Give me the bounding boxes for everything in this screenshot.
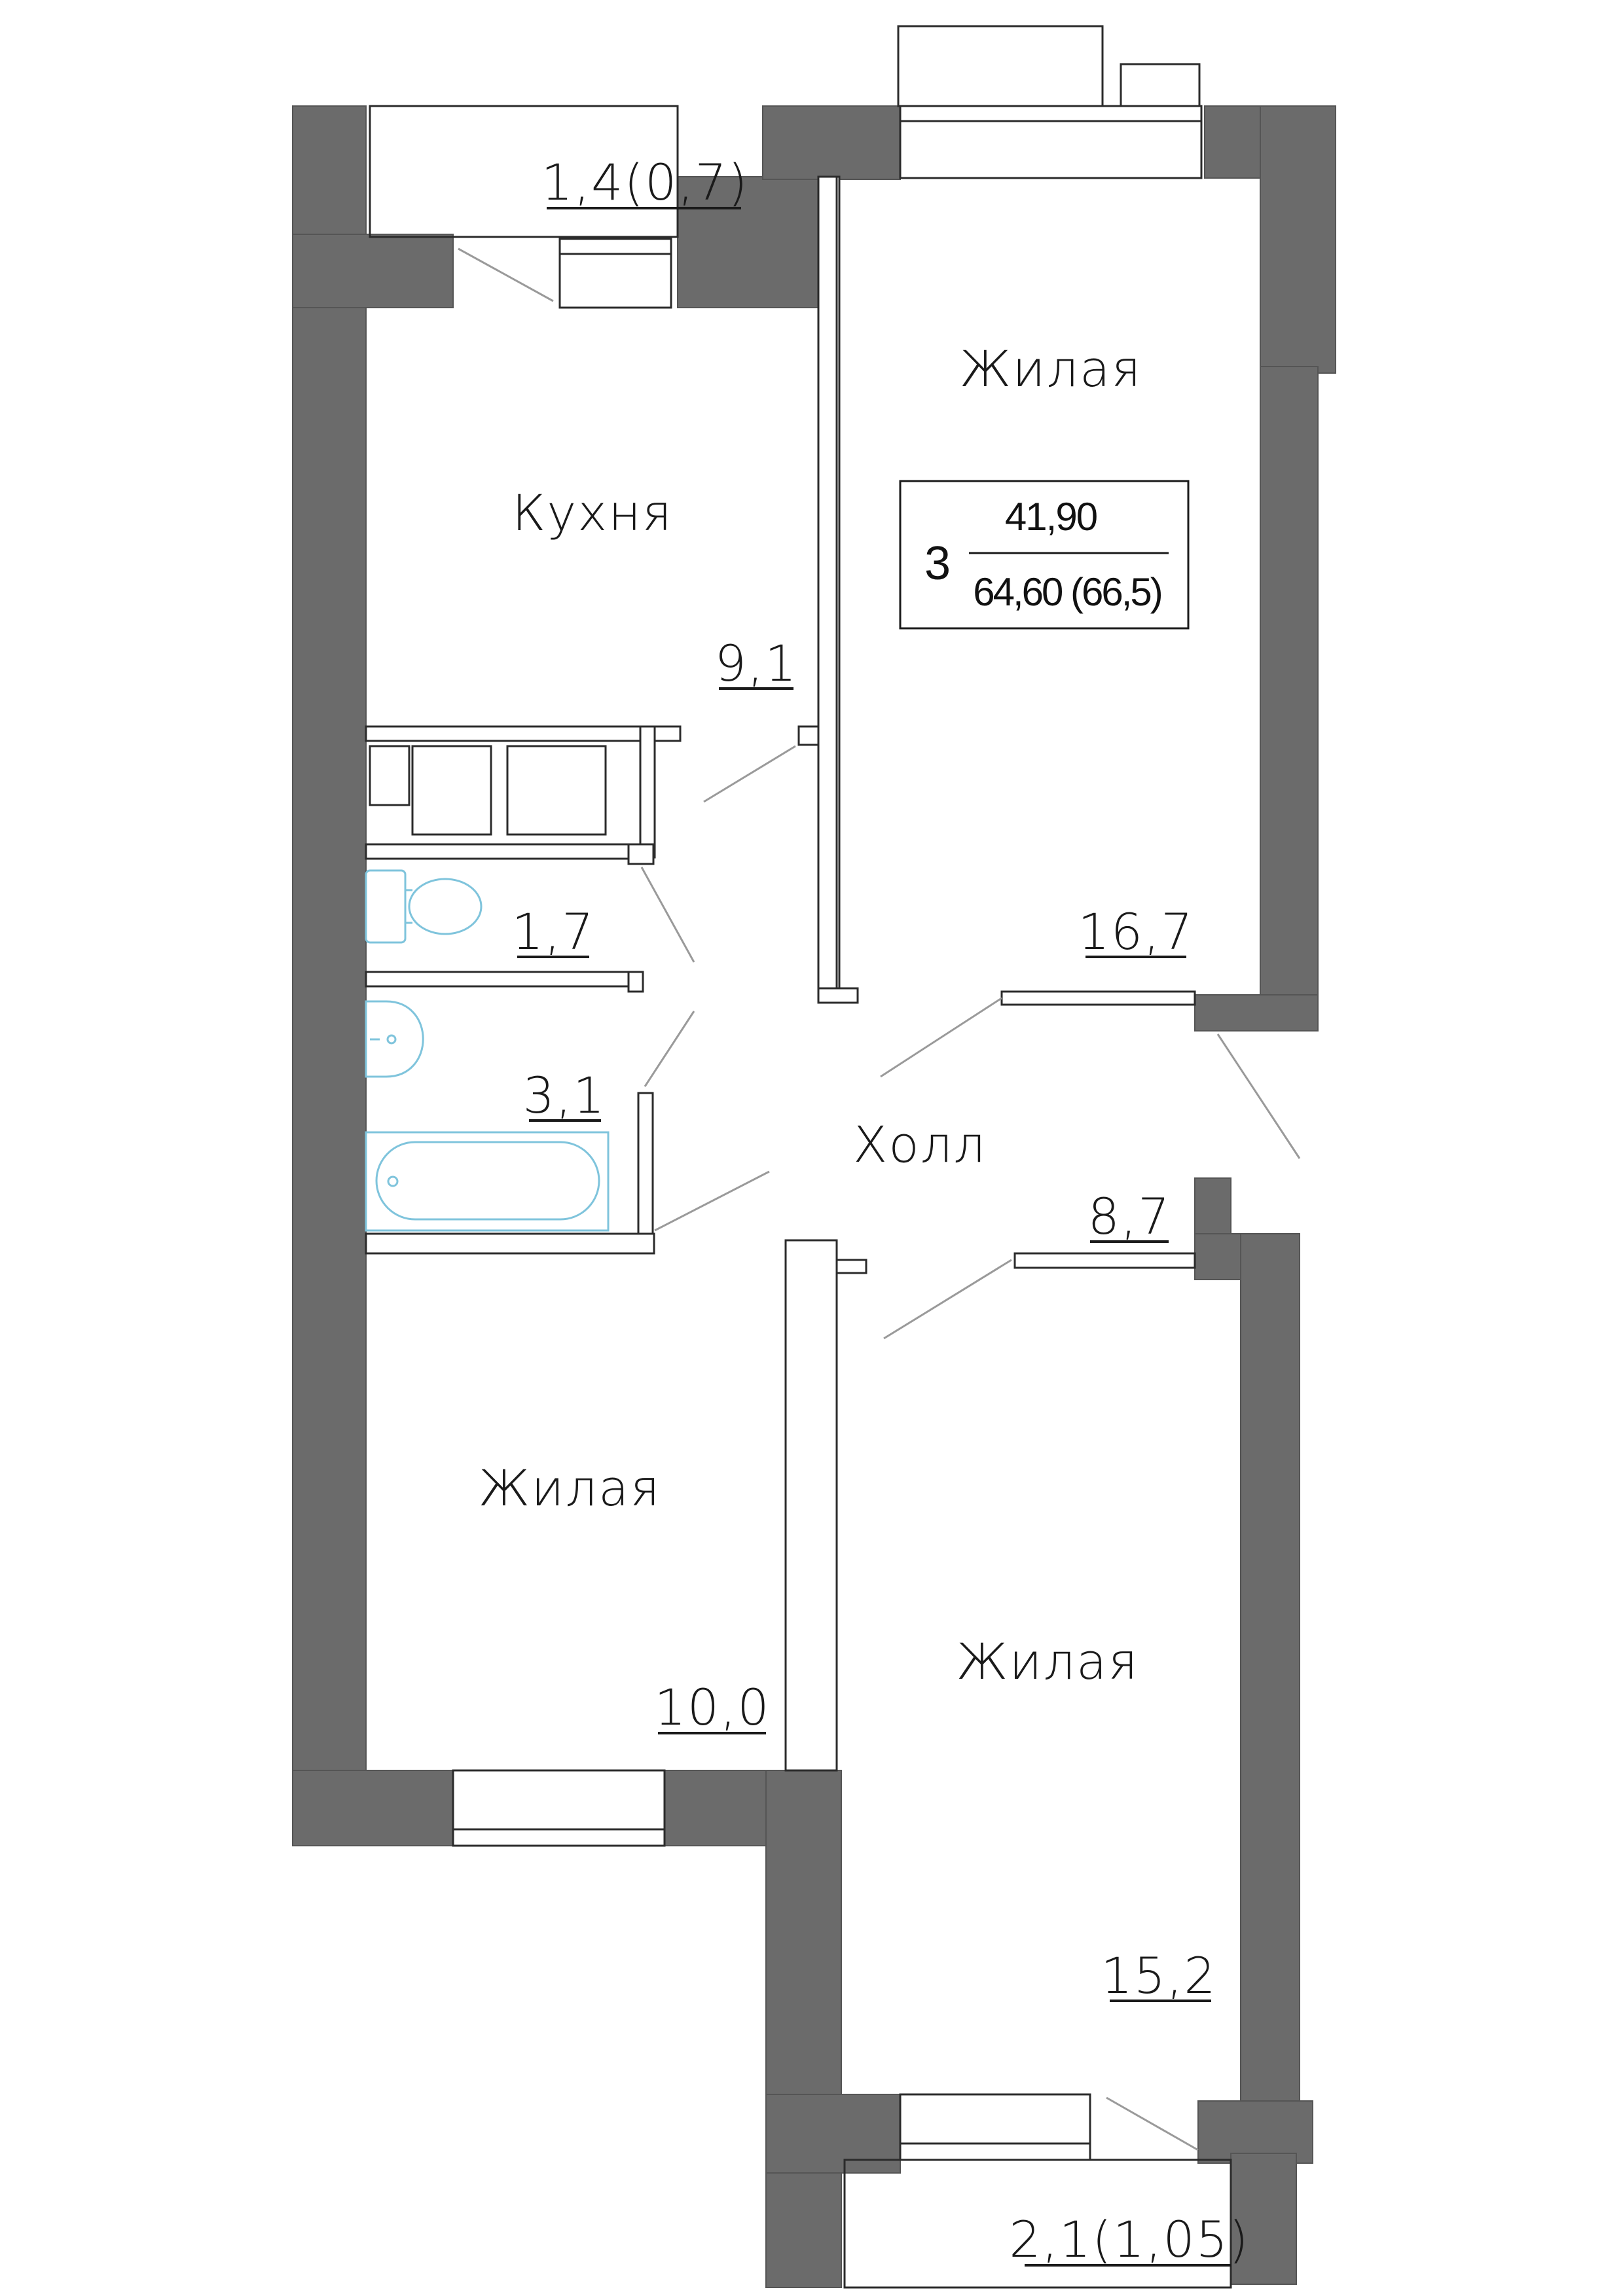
room-area-kitchen: 9,1	[715, 634, 798, 692]
wall-closets-bottom	[365, 843, 642, 860]
balcony-top-right-box	[897, 25, 1104, 107]
wall-living-left-right	[784, 1239, 838, 1772]
door-stub-closet	[627, 843, 655, 865]
wall-right-lower	[1240, 1233, 1300, 2108]
door-swings	[458, 247, 1301, 2151]
door-wc	[644, 1011, 695, 1087]
wall-lower-left	[765, 1770, 842, 2288]
toilet-icon	[365, 869, 483, 944]
wall-closets-right	[639, 725, 656, 859]
wall-kitchen-top-right	[677, 176, 829, 308]
windows-balconies	[369, 25, 1232, 2289]
wall-living-top-left-inner	[835, 175, 841, 990]
wall-bath-right	[637, 1092, 654, 1242]
room-area-wc: 1,7	[512, 903, 595, 961]
door-stub-wc	[627, 971, 644, 993]
door-balcony-bottom	[1106, 2096, 1199, 2151]
balcony-top-right-small	[1120, 63, 1201, 107]
rooms-count: 3	[924, 537, 951, 590]
door-balcony-right	[1216, 1033, 1301, 1159]
room-labels: Кухня 9,1 Жилая 16,7 Жилая 10,0 Жилая 15…	[478, 153, 1249, 2269]
wall-right-upper	[1260, 105, 1336, 374]
room-area-balcony-bottom: 2,1(1,05)	[1009, 2210, 1249, 2269]
door-stub-hall	[835, 1259, 867, 1274]
bathtub-icon	[365, 1131, 610, 1232]
wall-kitchen-top-left	[292, 234, 454, 308]
wall-bottom-left	[292, 1770, 454, 1846]
wall-right-upper-foot	[1194, 994, 1319, 1031]
wall-top-mid	[762, 105, 901, 180]
room-name-hall: Холл	[853, 1115, 987, 1174]
room-area-bath: 3,1	[523, 1066, 606, 1124]
apartment-info: 3 41,90 64,60 (66,5)	[899, 480, 1190, 630]
door-living-top	[880, 997, 1002, 1078]
wall-wc-bottom	[365, 971, 642, 988]
door-living-bottom	[883, 1259, 1012, 1340]
room-area-balcony-top: 1,4(0,7)	[541, 153, 748, 211]
room-name-living-top: Жилая	[959, 340, 1142, 398]
wall-living-top-left	[817, 175, 838, 990]
wall-living-top-bottom	[1000, 990, 1196, 1006]
room-area-living-bottom: 15,2	[1101, 1946, 1216, 2005]
closet-3	[506, 745, 607, 836]
room-area-hall: 8,7	[1088, 1187, 1171, 1246]
room-area-living-left: 10,0	[654, 1678, 770, 1736]
room-name-living-left: Жилая	[478, 1459, 661, 1517]
wall-right-bottom-b	[1230, 2153, 1297, 2285]
room-area-living-top: 16,7	[1078, 903, 1194, 961]
wall-left	[292, 105, 367, 1846]
info-box	[899, 480, 1190, 630]
wall-bath-bottom	[365, 1232, 655, 1255]
door-kitchen	[703, 745, 796, 803]
wall-living-bottom-top	[1013, 1252, 1196, 1269]
room-name-kitchen: Кухня	[512, 484, 673, 542]
window-kitchen	[558, 238, 672, 309]
outer-walls	[292, 105, 1336, 2288]
wall-lower-left-b	[765, 2094, 901, 2174]
sink-icon	[365, 1000, 424, 1078]
door-closet	[640, 867, 695, 963]
closet-2	[411, 745, 492, 836]
window-living-left	[452, 1769, 666, 1847]
window-living-bottom	[899, 2093, 1091, 2161]
room-name-living-bottom: Жилая	[956, 1632, 1139, 1691]
fixtures	[365, 869, 610, 1232]
total-area: 64,60 (66,5)	[973, 570, 1161, 614]
wall-right-upper-b	[1260, 366, 1319, 1031]
partitions	[365, 175, 1196, 1772]
door-balcony-top	[458, 247, 554, 302]
balcony-bottom-outline	[843, 2159, 1232, 2289]
living-area: 41,90	[1005, 495, 1097, 539]
door-stub-kitchen	[797, 725, 820, 746]
balcony-top-outline	[369, 105, 679, 238]
door-bath	[654, 1170, 770, 1232]
window-living-top	[899, 105, 1203, 179]
wall-living-top-left-foot	[817, 987, 859, 1004]
wall-closets-top	[365, 725, 682, 742]
closet-1	[369, 745, 410, 806]
